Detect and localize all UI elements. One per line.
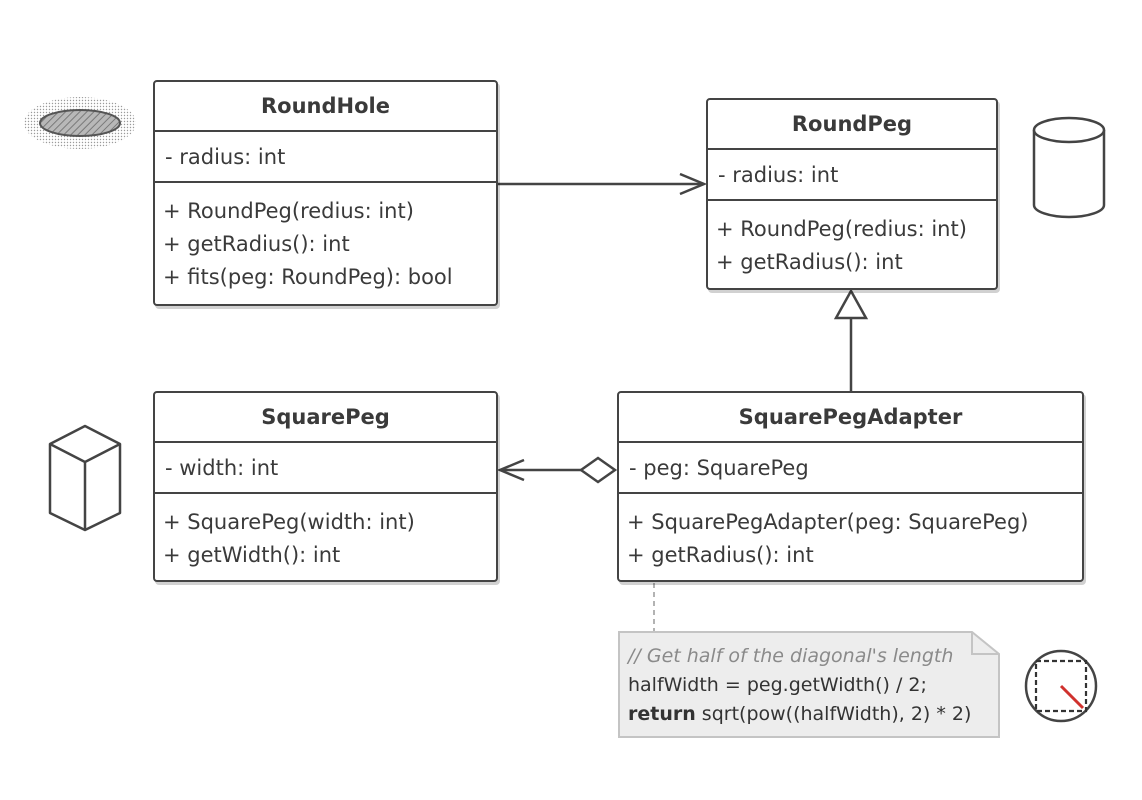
operation: + fits(peg: RoundPeg): bool <box>163 265 453 289</box>
class-name: RoundPeg <box>708 100 996 150</box>
class-name: RoundHole <box>155 82 496 132</box>
note-keyword: return <box>628 703 696 725</box>
round-hole-icon <box>24 97 136 149</box>
note-shape <box>618 631 1000 738</box>
attribute: - radius: int <box>708 150 996 201</box>
note-line: return sqrt(pow((halfWidth), 2) * 2) <box>628 700 999 729</box>
operations: + SquarePeg(width: int) + getWidth(): in… <box>155 494 496 572</box>
class-name: SquarePeg <box>155 393 496 443</box>
operation: + RoundPeg(redius: int) <box>163 199 414 223</box>
operations: + RoundPeg(redius: int) + getRadius(): i… <box>708 201 996 279</box>
attribute: - width: int <box>155 443 496 494</box>
note-line: halfWidth = peg.getWidth() / 2; <box>628 674 927 696</box>
class-square-peg: SquarePeg - width: int + SquarePeg(width… <box>153 391 498 582</box>
attribute: - peg: SquarePeg <box>619 443 1082 494</box>
operation: + getRadius(): int <box>627 543 814 567</box>
operation: + RoundPeg(redius: int) <box>716 217 967 241</box>
operation: + getRadius(): int <box>716 250 903 274</box>
operation: + SquarePegAdapter(peg: SquarePeg) <box>627 510 1029 534</box>
operation: + getRadius(): int <box>163 232 350 256</box>
aggregation-arrow <box>496 456 618 484</box>
inheritance-arrow <box>833 288 869 392</box>
note-comment: // Get half of the diagonal's length <box>628 645 954 667</box>
association-arrow <box>497 172 708 196</box>
operations: + SquarePegAdapter(peg: SquarePeg) + get… <box>619 494 1082 572</box>
operation: + SquarePeg(width: int) <box>163 510 415 534</box>
note-code: sqrt(pow((halfWidth), 2) * 2) <box>695 703 972 725</box>
class-square-peg-adapter: SquarePegAdapter - peg: SquarePeg + Squa… <box>617 391 1084 582</box>
cylinder-icon <box>1032 116 1106 219</box>
attribute: - radius: int <box>155 132 496 183</box>
cube-icon <box>48 424 122 532</box>
class-round-hole: RoundHole - radius: int + RoundPeg(rediu… <box>153 80 498 306</box>
code-note: // Get half of the diagonal's length hal… <box>619 632 999 737</box>
operations: + RoundPeg(redius: int) + getRadius(): i… <box>155 183 496 294</box>
square-in-circle-icon <box>1024 649 1098 723</box>
class-round-peg: RoundPeg - radius: int + RoundPeg(redius… <box>706 98 998 290</box>
class-name: SquarePegAdapter <box>619 393 1082 443</box>
operation: + getWidth(): int <box>163 543 341 567</box>
